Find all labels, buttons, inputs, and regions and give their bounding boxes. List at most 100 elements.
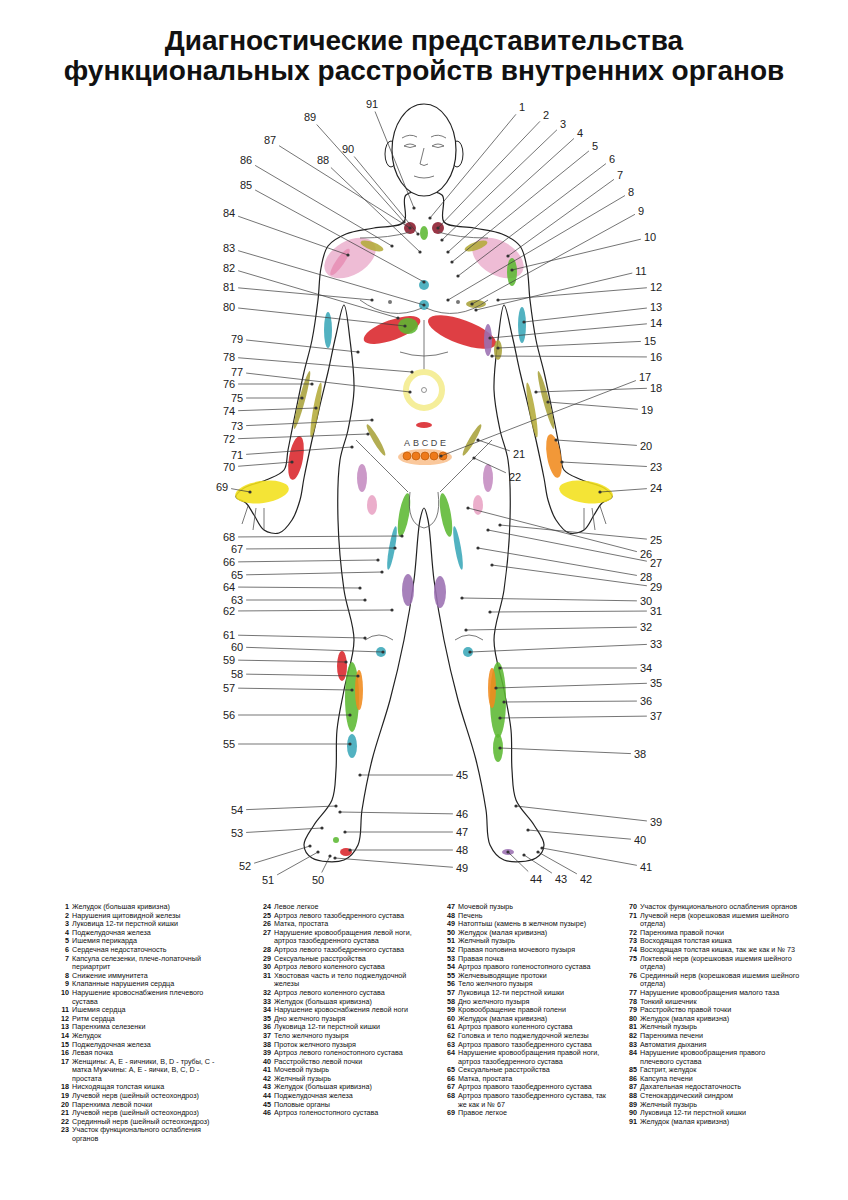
legend-text: Тонкий кишечник [640, 998, 800, 1007]
legend-text: Лучевой нерв (шейный остеохондроз) [72, 1092, 222, 1101]
callout-number: 52 [239, 861, 251, 872]
organ-spot [340, 848, 352, 856]
organ-spot [451, 526, 465, 570]
leader-dot [393, 546, 396, 549]
body-detail-line [431, 135, 446, 138]
leader-dot [540, 846, 543, 849]
legend-number: 27 [258, 929, 274, 946]
zone-letter: A [404, 439, 410, 448]
leader-line [246, 447, 352, 454]
legend-text: Желудок (большая кривизна) [274, 998, 424, 1007]
legend-row: 16Левая почка [56, 1049, 223, 1058]
callout-number: 66 [223, 557, 235, 568]
leader-dot [363, 636, 366, 639]
legend-number: 4 [56, 929, 72, 938]
callout-number: 45 [456, 770, 468, 781]
organ-spot [524, 382, 540, 438]
body-detail-line [455, 635, 483, 640]
legend-row: 19Лучевой нерв (шейный остеохондроз) [56, 1092, 223, 1101]
legend-number: 56 [442, 980, 458, 989]
leader-line [542, 848, 637, 865]
legend-text: Участок функционального ослабления орган… [72, 1126, 222, 1143]
legend-number: 84 [624, 1049, 640, 1066]
callout-number: 5 [592, 141, 598, 152]
callout-number: 38 [634, 749, 646, 760]
callout-number: 81 [223, 282, 235, 293]
leader-line [492, 356, 647, 358]
leader-line [478, 548, 637, 575]
legend-text: Срединный нерв (шейный остеохондроз) [72, 1118, 222, 1127]
callout-number: 60 [231, 642, 243, 653]
legend-row: 38Проток желчного пузыря [258, 1041, 425, 1050]
callout-number: 39 [650, 817, 662, 828]
legend-number: 41 [258, 1066, 274, 1075]
leader-dot [498, 746, 501, 749]
body-detail-line [420, 148, 428, 166]
leader-dot [536, 850, 539, 853]
legend-row: 33Желудок (большая кривизна) [258, 998, 425, 1007]
body-detail-line [402, 135, 417, 138]
leader-line [508, 852, 528, 872]
legend-row: 2Нарушения щитовидной железы [56, 912, 223, 921]
leader-line [340, 812, 453, 814]
legend-text: Лучевой нерв (корешковая ишемия шейного … [640, 912, 800, 929]
leader-line [538, 852, 577, 874]
callout-number: 69 [216, 482, 228, 493]
organ-spot [398, 449, 452, 465]
leader-dot [472, 456, 475, 459]
leader-dot [308, 844, 311, 847]
legend-text: Желчный пузырь [274, 1075, 424, 1084]
legend-row: 53Правая почка [442, 955, 611, 964]
leader-dot [450, 260, 453, 263]
callout-number: 8 [628, 187, 634, 198]
legend-text: Артроз левого тазобедренного сустава [274, 912, 424, 921]
legend-text: Нарушение кровообращения правой ноги, ар… [458, 1049, 610, 1066]
leader-line [448, 138, 574, 252]
zone-letter: D [431, 439, 438, 448]
legend-number: 24 [258, 903, 274, 912]
callout-number: 23 [650, 462, 662, 473]
leader-dot [376, 558, 379, 561]
legend-number: 82 [624, 1032, 640, 1041]
legend-number: 80 [624, 1015, 640, 1024]
leader-dot [418, 250, 421, 253]
leader-line [238, 434, 368, 439]
leader-line [488, 530, 647, 561]
callout-number: 6 [609, 154, 615, 165]
callout-number: 36 [640, 696, 652, 707]
leader-line [238, 288, 372, 300]
legend-number: 64 [442, 1049, 458, 1066]
legend-row: 23Участок функционального ослабления орг… [56, 1126, 223, 1143]
legend-number: 22 [56, 1118, 72, 1127]
legend-row: 5Ишемия перикарда [56, 937, 223, 946]
legend-text: Тело желчного пузыря [274, 1032, 424, 1041]
organ-dot [439, 452, 447, 460]
callout-number: 82 [223, 263, 235, 274]
legend-number: 28 [258, 946, 274, 955]
leader-line [238, 715, 350, 716]
legend-row: 1Желудок (большая кривизна) [56, 903, 223, 912]
legend-row: 43Желудок (большая кривизна) [258, 1083, 425, 1092]
legend-number: 40 [258, 1058, 274, 1067]
callout-number: 24 [650, 483, 662, 494]
callout-number: 53 [231, 828, 243, 839]
leader-dot [358, 773, 361, 776]
legend-text: Дно желчного пузыря [458, 998, 610, 1007]
leader-line [277, 852, 318, 875]
legend-text: Артроз правого коленного сустава [458, 1023, 610, 1032]
callout-number: 62 [223, 606, 235, 617]
leader-line [478, 440, 510, 451]
legend-number: 19 [56, 1092, 72, 1101]
legend-row: 71Лучевой нерв (корешковая ишемия шейног… [624, 912, 801, 929]
legend-row: 73Восходящая толстая кишка [624, 937, 801, 946]
leader-line [448, 196, 625, 300]
leader-dot [534, 390, 537, 393]
leader-dot [356, 674, 359, 677]
callout-number: 10 [644, 232, 656, 243]
leader-dot [350, 445, 353, 448]
callout-number: 58 [231, 669, 243, 680]
legend-text: Мочевой пузырь [458, 903, 610, 912]
leader-line [536, 388, 647, 392]
legend-number: 29 [258, 955, 274, 964]
legend-number: 10 [56, 989, 72, 1006]
